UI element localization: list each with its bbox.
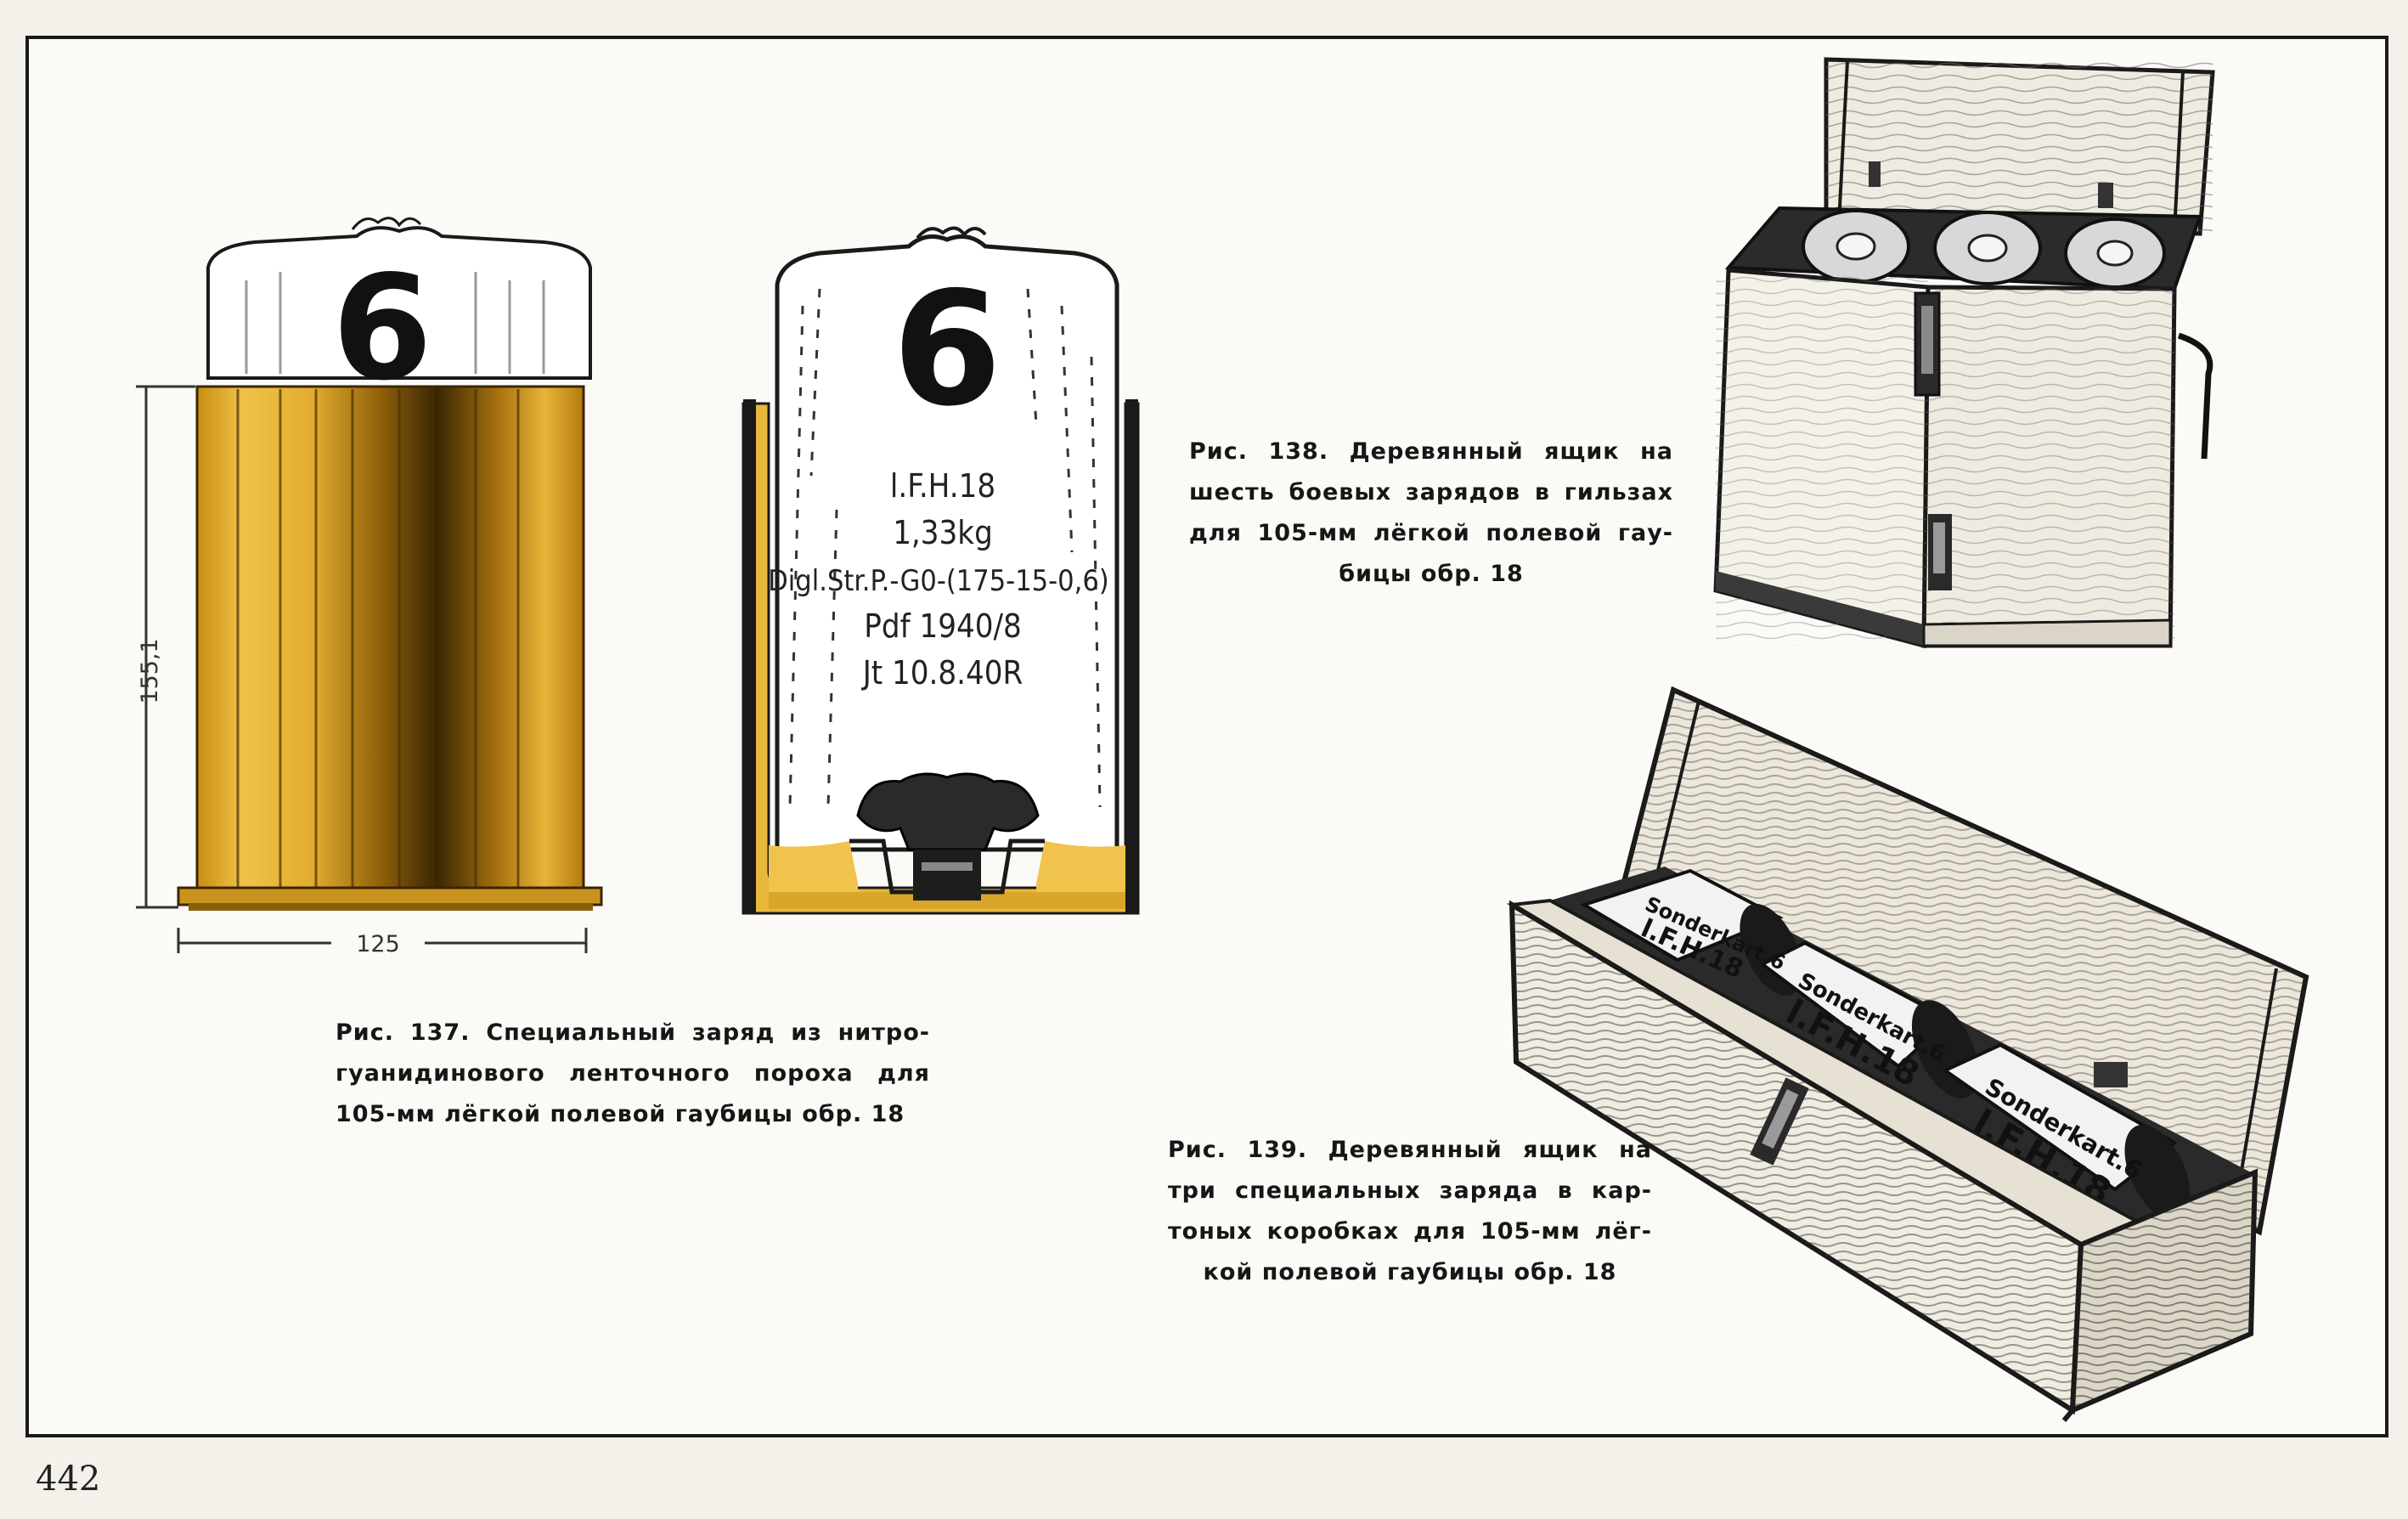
fig137-cartridge-case: 6 155,1 125 [136,217,603,957]
fig137-section-charge-number: 6 [893,257,1002,441]
fig137-dim-height: 155,1 [137,638,163,703]
fig139-caption-line-2: три специальных заряда в кар- [1168,1177,1652,1204]
fig139-carton-3 [1942,1042,2191,1221]
fig137-caption-line-1: Рис. 137. Специальный заряд из нитро- [336,1019,930,1046]
fig137-label-line-2: 1,33kg [893,514,993,551]
page-number: 442 [36,1460,101,1499]
fig138-caption-line-1: Рис. 138. Деревянный ящик на [1189,438,1673,465]
fig139-wooden-box: Sonderkart.6 l.F.H.18 Sonderkart.6 l.F.H… [1506,686,2309,1422]
fig139-caption-line-4: кой полевой гаубицы обр. 18 [1203,1259,1617,1285]
fig139-caption-line-1: Рис. 139. Деревянный ящик на [1168,1137,1652,1163]
fig138-caption: Рис. 138. Деревянный ящик на шесть боевы… [1189,432,1673,595]
fig139-caption: Рис. 139. Деревянный ящик на три специал… [1168,1130,1652,1293]
fig138-caption-line-2: шесть боевых зарядов в гильзах [1189,479,1673,505]
fig137-caption-line-2: гуанидинового ленточного пороха для [336,1060,930,1087]
fig138-wooden-box [1713,57,2215,649]
fig137-label-line-3: Digl.Str.P.-G0-(175-15-0,6) [768,564,1108,598]
fig137-charge-section: 6 l.F.H.18 1,33kg Digl.Str.P.-G0-(175-15… [742,226,1140,915]
fig139-caption-line-3: тоных коробках для 105-мм лёг- [1168,1218,1652,1245]
fig137-label-line-1: l.F.H.18 [890,467,995,505]
fig137-caption-line-3: 105-мм лёгкой полевой гаубицы обр. 18 [336,1101,905,1127]
fig138-caption-line-3: для 105-мм лёгкой полевой гау- [1189,520,1673,546]
fig138-caption-line-4: бицы обр. 18 [1339,561,1524,587]
fig138-charge-discs [1802,209,2166,289]
fig137-dim-width: 125 [356,931,400,957]
fig137-label-line-5: Jt 10.8.40R [861,654,1024,692]
fig137-caption: Рис. 137. Специальный заряд из нитро- гу… [336,1013,930,1135]
fig137-label-line-4: Pdf 1940/8 [864,607,1021,645]
fig137-charge-number: 6 [332,245,432,413]
